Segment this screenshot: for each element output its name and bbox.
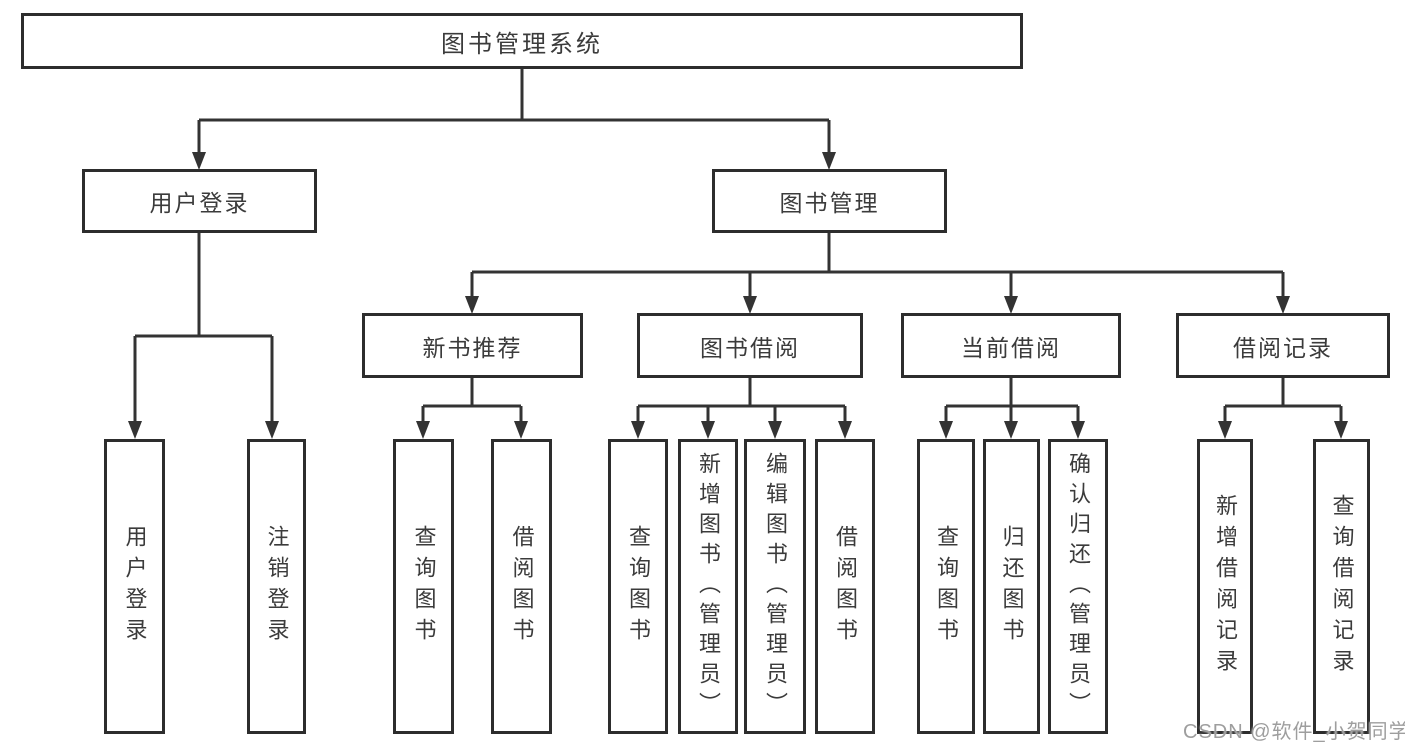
leaf-query-book-recommend: 查询图书 — [393, 439, 454, 734]
node-new-book-recommend: 新书推荐 — [362, 313, 583, 378]
connector-root-to-level2 — [197, 69, 831, 153]
leaf-logout: 注销登录 — [247, 439, 306, 734]
arrowheads — [128, 152, 1348, 439]
connector-bookmgmt-to-level3 — [470, 233, 1285, 296]
leaf-confirm-return-admin: 确认归还（管理员） — [1048, 439, 1108, 734]
leaf-add-borrow-record: 新增借阅记录 — [1197, 439, 1253, 734]
leaf-user-login: 用户登录 — [104, 439, 165, 734]
leaf-query-borrow-record: 查询借阅记录 — [1313, 439, 1370, 734]
node-root-system: 图书管理系统 — [21, 13, 1023, 69]
csdn-watermark: CSDN @软件_小贺同学 — [1183, 721, 1405, 743]
leaf-edit-book-admin: 编辑图书（管理员） — [744, 439, 806, 734]
connector-userlogin-to-leaves — [133, 233, 274, 422]
leaf-borrow-book-recommend: 借阅图书 — [491, 439, 552, 734]
node-borrow-record: 借阅记录 — [1176, 313, 1390, 378]
leaf-return-book: 归还图书 — [983, 439, 1040, 734]
connector-bookborrow-to-leaves — [636, 378, 847, 422]
leaf-add-book-admin: 新增图书（管理员） — [678, 439, 738, 734]
leaf-borrow-book: 借阅图书 — [815, 439, 875, 734]
connector-newbook-to-leaves — [421, 378, 523, 422]
node-user-login: 用户登录 — [82, 169, 317, 233]
connector-currentborrow-to-leaves — [944, 378, 1080, 422]
node-book-management: 图书管理 — [712, 169, 947, 233]
leaf-query-book-borrow: 查询图书 — [608, 439, 668, 734]
node-book-borrow: 图书借阅 — [637, 313, 863, 378]
node-current-borrow: 当前借阅 — [901, 313, 1121, 378]
connector-borrowrecord-to-leaves — [1223, 378, 1343, 422]
leaf-query-book-current: 查询图书 — [917, 439, 975, 734]
